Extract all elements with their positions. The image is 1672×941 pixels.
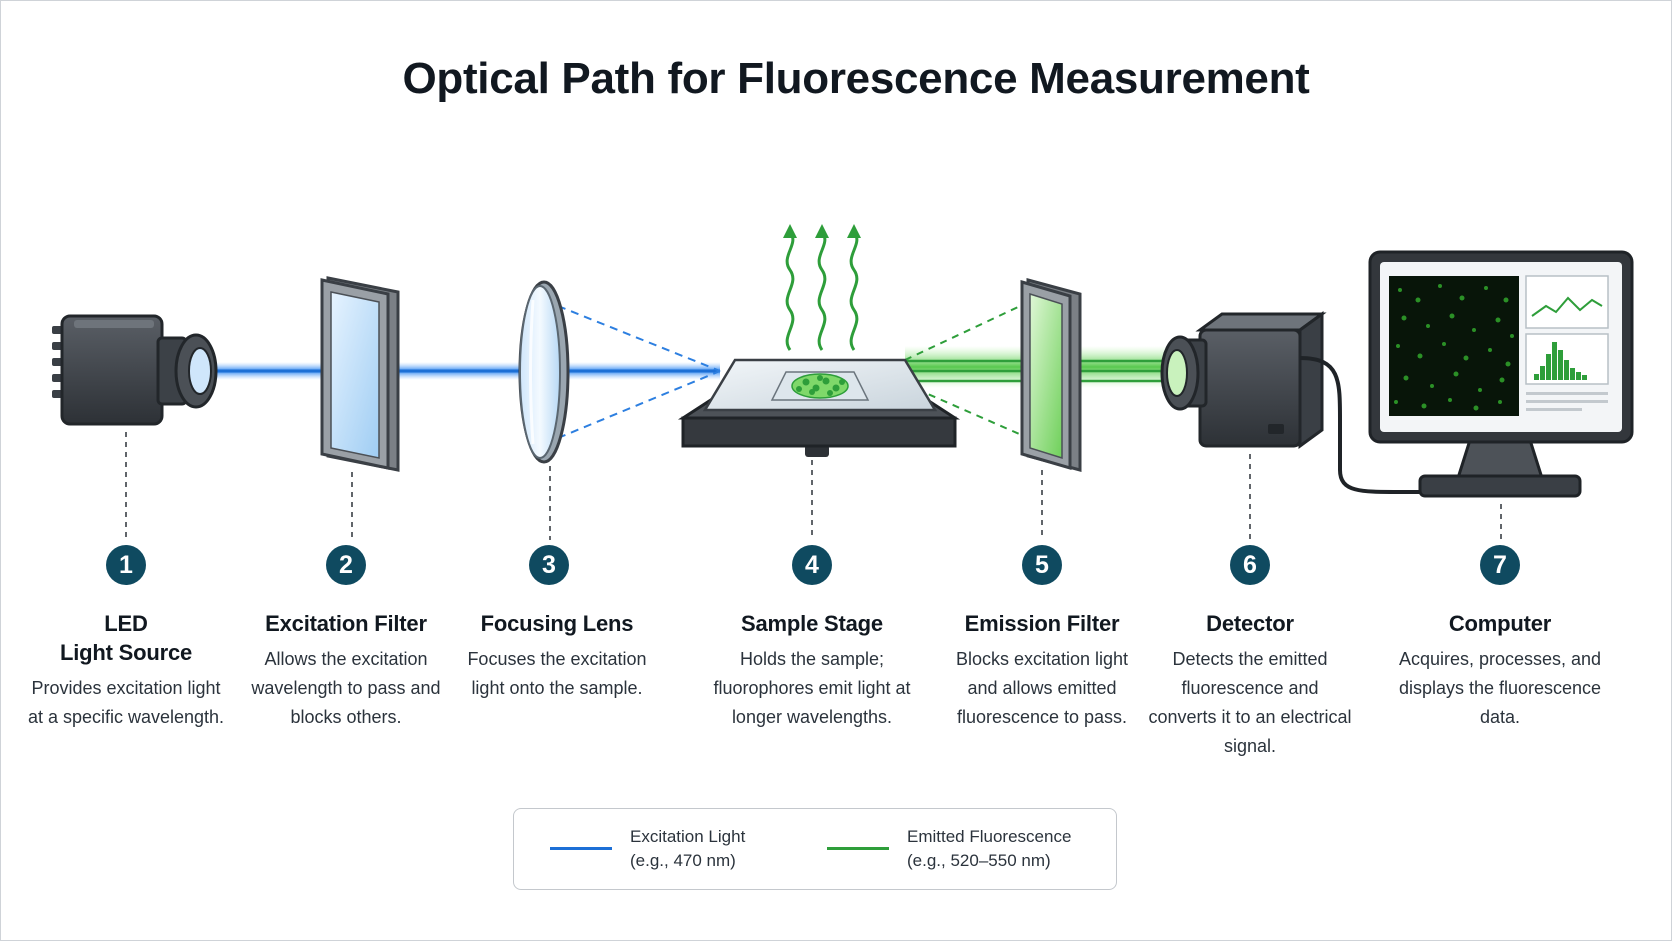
legend-text: Excitation Light (e.g., 470 nm) bbox=[630, 825, 745, 873]
step-title: Excitation Filter bbox=[265, 611, 427, 636]
emission-line-swatch bbox=[827, 847, 889, 850]
excitation-line-swatch bbox=[550, 847, 612, 850]
led-light-source-icon bbox=[52, 314, 218, 426]
step-excitation-filter: 2 Excitation Filter Allows the excitatio… bbox=[236, 545, 456, 732]
arrowheads bbox=[783, 224, 861, 238]
legend-label: Excitation Light bbox=[630, 827, 746, 846]
step-number-badge: 6 bbox=[1230, 545, 1270, 585]
computer-monitor-icon bbox=[1368, 250, 1634, 498]
step-emission-filter: 5 Emission Filter Blocks excitation ligh… bbox=[932, 545, 1152, 732]
step-title: Detector bbox=[1206, 611, 1294, 636]
step-description: Detects the emitted fluorescence and con… bbox=[1148, 649, 1352, 756]
step-description: Allows the excitation wavelength to pass… bbox=[251, 649, 441, 727]
legend: Excitation Light (e.g., 470 nm) Emitted … bbox=[513, 808, 1117, 890]
step-number-badge: 5 bbox=[1022, 545, 1062, 585]
step-description: Holds the sample; fluorophores emit ligh… bbox=[713, 649, 911, 727]
emission-cone-lines bbox=[904, 299, 1034, 441]
step-number-badge: 2 bbox=[326, 545, 366, 585]
legend-range: (e.g., 470 nm) bbox=[630, 851, 736, 870]
step-description: Blocks excitation light and allows emitt… bbox=[955, 649, 1129, 727]
focus-cone-lines bbox=[557, 305, 721, 439]
step-title: Sample Stage bbox=[741, 611, 883, 636]
emission-filter-icon bbox=[1020, 278, 1082, 472]
excitation-filter-icon bbox=[320, 276, 400, 472]
step-title: Emission Filter bbox=[964, 611, 1120, 636]
legend-text: Emitted Fluorescence (e.g., 520–550 nm) bbox=[907, 825, 1071, 873]
step-title-line-1: LED bbox=[104, 611, 148, 636]
page-title: Optical Path for Fluorescence Measuremen… bbox=[402, 54, 1310, 103]
step-focusing-lens: 3 Focusing Lens Focuses the excitation l… bbox=[447, 545, 667, 703]
focusing-lens-icon bbox=[518, 280, 570, 464]
step-number-badge: 7 bbox=[1480, 545, 1520, 585]
step-description: Provides excitation light at a specific … bbox=[27, 678, 225, 727]
step-sample-stage: 4 Sample Stage Holds the sample; fluorop… bbox=[702, 545, 922, 732]
step-title: LED Light Source bbox=[16, 609, 236, 667]
signal-cable bbox=[1299, 356, 1430, 494]
step-title-line-2: Light Source bbox=[59, 640, 193, 665]
step-detector: 6 Detector Detects the emitted fluoresce… bbox=[1140, 545, 1360, 761]
step-computer: 7 Computer Acquires, processes, and disp… bbox=[1390, 545, 1610, 732]
step-number-badge: 4 bbox=[792, 545, 832, 585]
step-number-badge: 3 bbox=[529, 545, 569, 585]
step-number-badge: 1 bbox=[106, 545, 146, 585]
legend-label: Emitted Fluorescence bbox=[907, 827, 1072, 846]
step-title: Computer bbox=[1448, 611, 1552, 636]
step-description: Acquires, processes, and displays the fl… bbox=[1398, 649, 1602, 727]
step-title: Focusing Lens bbox=[480, 611, 634, 636]
leader-lines bbox=[125, 432, 1502, 540]
step-description: Focuses the excitation light onto the sa… bbox=[467, 649, 647, 698]
legend-range: (e.g., 520–550 nm) bbox=[907, 851, 1051, 870]
emitted-fluorescence-arrows bbox=[785, 231, 859, 351]
excitation-beam bbox=[200, 362, 720, 380]
detector-icon bbox=[1160, 311, 1327, 449]
sample-stage-icon bbox=[677, 358, 961, 457]
step-led-light-source: 1 LED Light Source Provides excitation l… bbox=[16, 545, 236, 732]
